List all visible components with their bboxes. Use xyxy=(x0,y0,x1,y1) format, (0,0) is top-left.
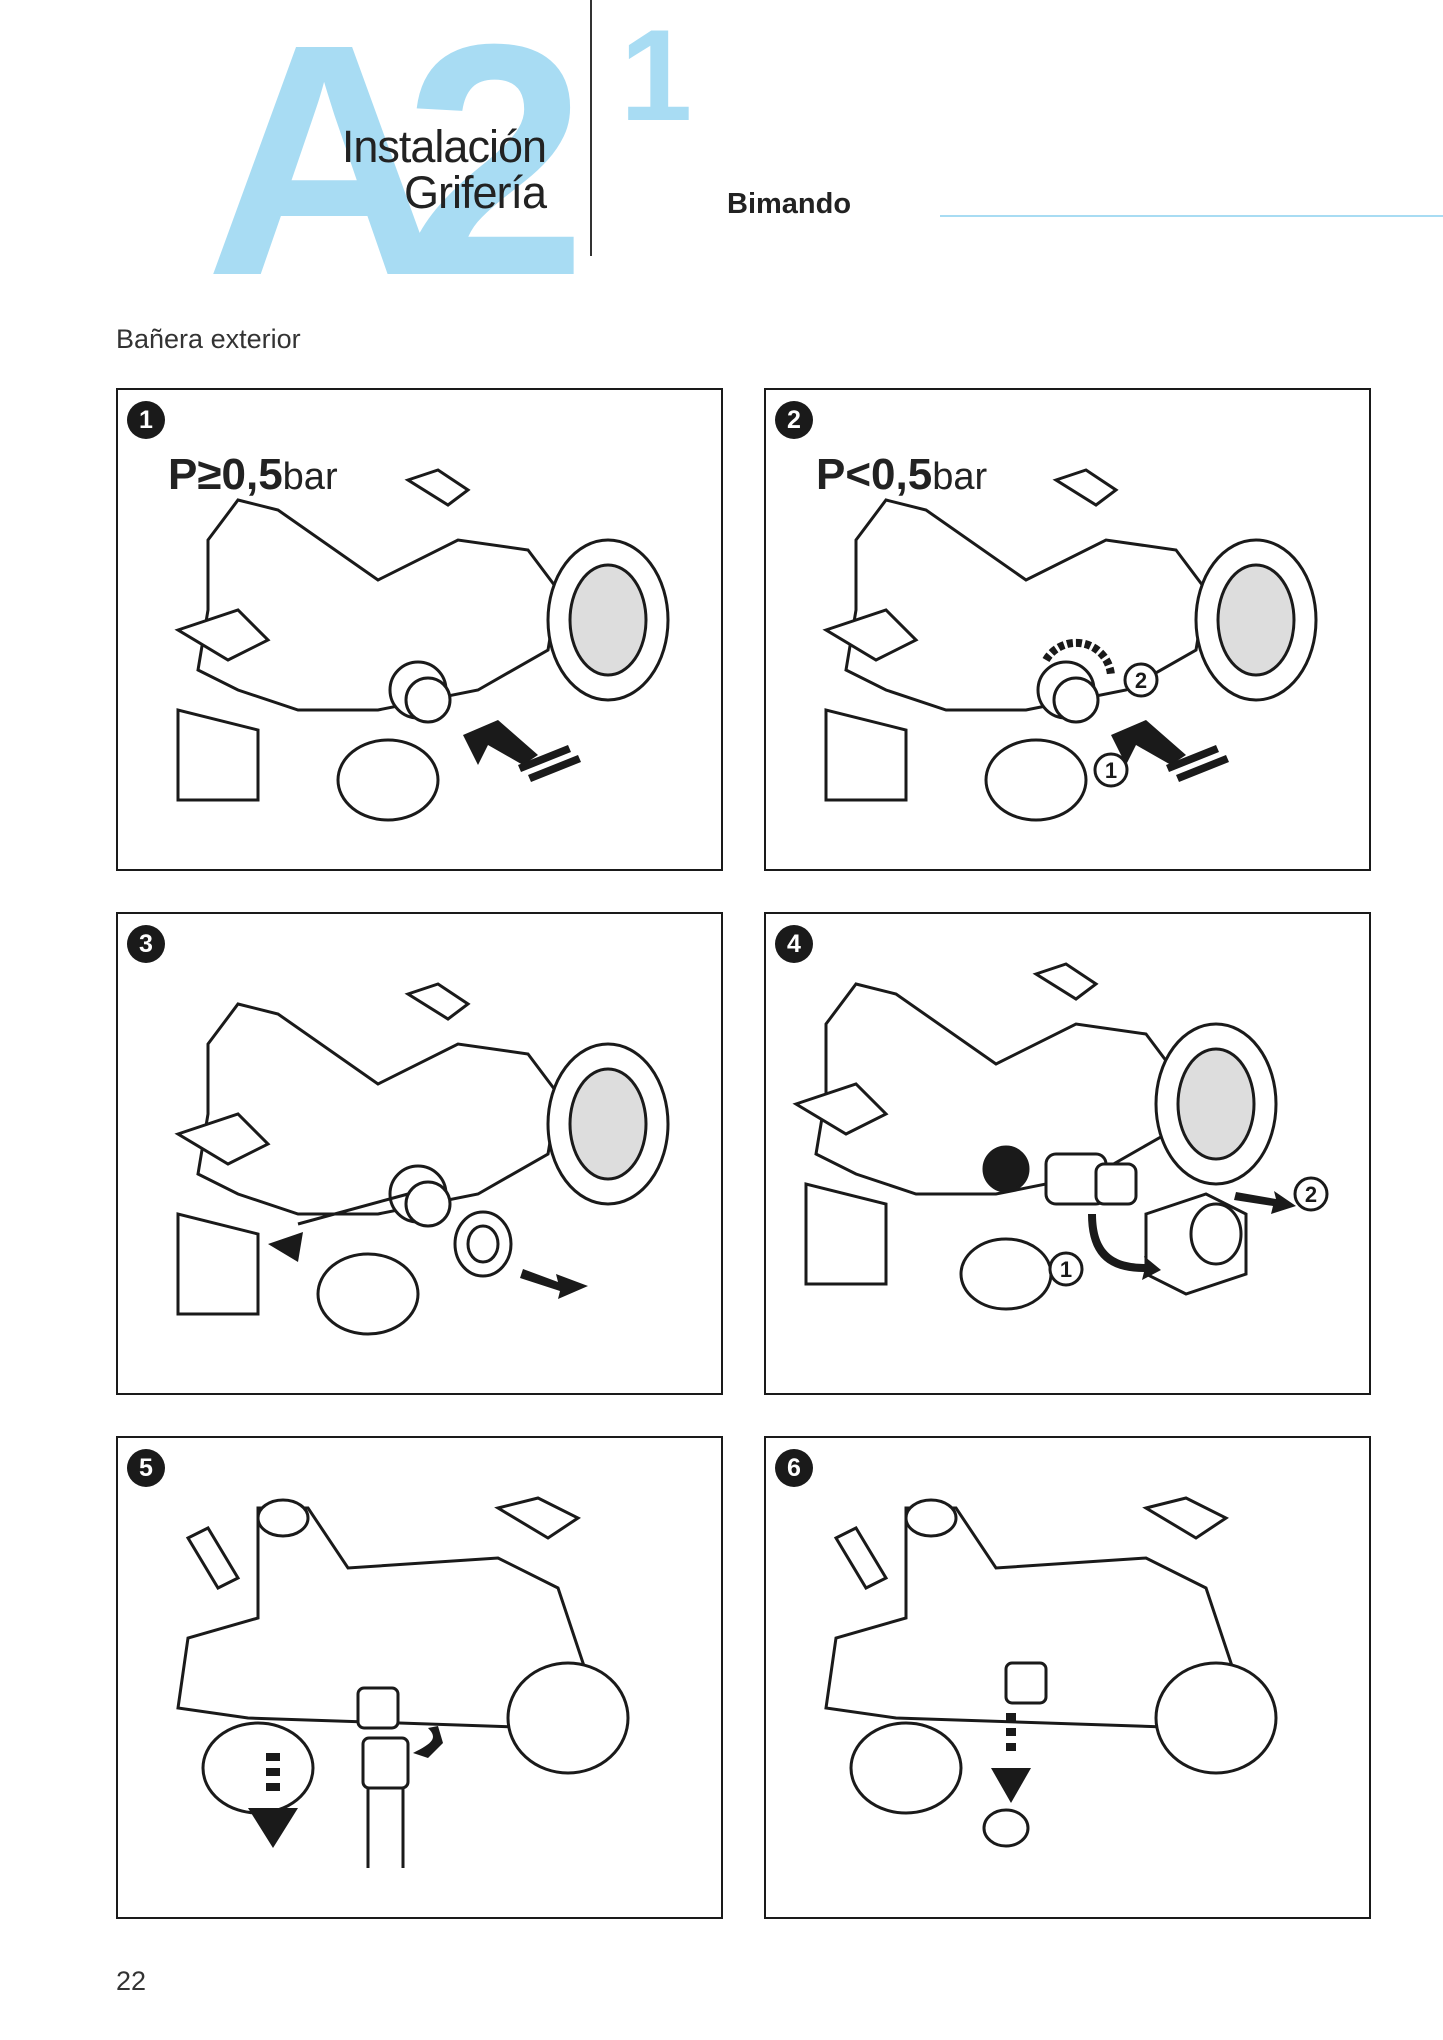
pressure-value-2: P<0,5 xyxy=(816,450,933,499)
callout-2-2: 2 xyxy=(1135,668,1147,693)
step-panel-5: 5 xyxy=(116,1436,723,1919)
faucet-illustration xyxy=(118,390,721,869)
chapter-title-line2: Grifería xyxy=(403,167,547,218)
faucet-illustration xyxy=(118,914,721,1393)
callout-4-2: 2 xyxy=(1305,1182,1317,1207)
pressure-unit-1: bar xyxy=(282,456,338,498)
section-rule xyxy=(940,215,1443,217)
step-panel-2: 2 1 2 P<0,5bar xyxy=(764,388,1371,871)
pressure-label-1: P≥0,5bar xyxy=(168,450,338,500)
pressure-value-1: P≥0,5 xyxy=(168,450,283,499)
callout-4-1: 1 xyxy=(1060,1257,1072,1282)
step-badge-4: 4 xyxy=(775,925,813,963)
step-badge-6: 6 xyxy=(775,1449,813,1487)
pressure-label-2: P<0,5bar xyxy=(816,450,987,500)
step-panel-1: 1 P≥0,5bar xyxy=(116,388,723,871)
chapter-title-line1: Instalación xyxy=(341,121,547,172)
section-title: Bimando xyxy=(727,188,852,220)
page-subtitle: Bañera exterior xyxy=(116,324,301,354)
step-badge-5: 5 xyxy=(127,1449,165,1487)
callout-2-1: 1 xyxy=(1105,758,1117,783)
step-badge-1: 1 xyxy=(127,401,165,439)
step-badge-3: 3 xyxy=(127,925,165,963)
step-badge-2: 2 xyxy=(775,401,813,439)
step-panel-3: 3 xyxy=(116,912,723,1395)
chapter-code: A2 xyxy=(205,0,587,344)
pressure-unit-2: bar xyxy=(932,456,988,498)
page-number: 22 xyxy=(116,1966,147,1996)
faucet-illustration xyxy=(118,1438,721,1917)
faucet-illustration: 2 1 xyxy=(766,390,1369,869)
step-panel-4: 1 2 4 xyxy=(764,912,1371,1395)
faucet-illustration xyxy=(766,1438,1369,1917)
header-divider xyxy=(590,0,592,256)
chapter-title: Instalación Grifería xyxy=(341,121,547,218)
faucet-illustration: 1 2 xyxy=(766,914,1369,1393)
chapter-number: 1 xyxy=(620,2,693,148)
step-panel-6: 6 xyxy=(764,1436,1371,1919)
